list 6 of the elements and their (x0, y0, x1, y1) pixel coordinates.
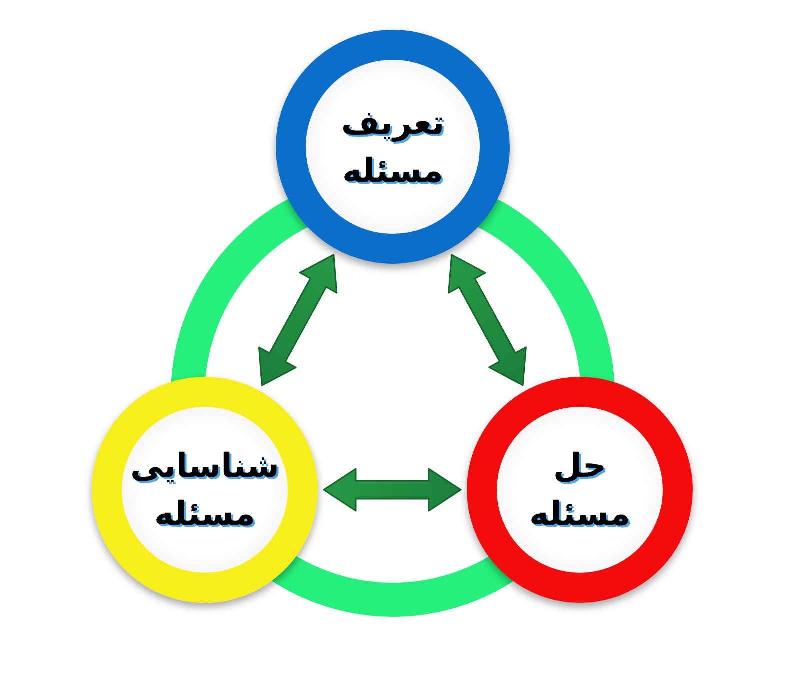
double-arrow (448, 254, 527, 386)
double-arrow (258, 254, 338, 386)
node-label: شناسایی مسئله (130, 445, 280, 535)
double-arrow (323, 468, 462, 512)
node-label: تعریف مسئله (340, 102, 446, 192)
node-label: حل مسئله (528, 445, 632, 535)
